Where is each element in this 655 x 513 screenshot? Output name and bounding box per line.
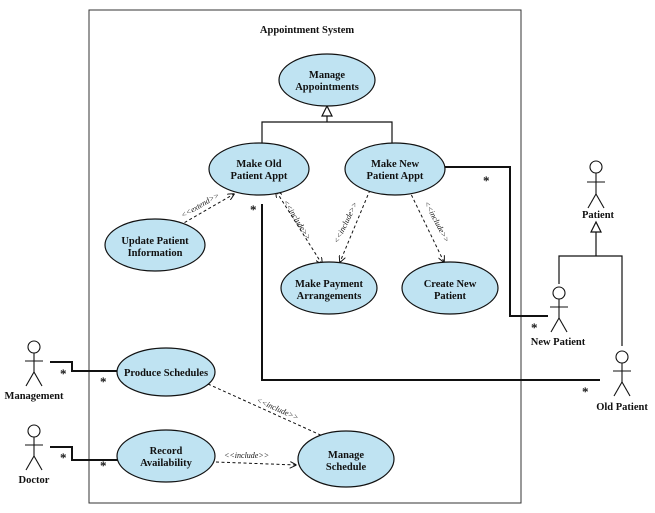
mult-produce: *: [100, 374, 107, 389]
include-record-label: <<include>>: [224, 451, 269, 460]
include-produce-arrow: [207, 383, 336, 442]
actor-new-patient-label: New Patient: [531, 337, 586, 348]
label-produce-schedules: Produce Schedules: [124, 368, 208, 379]
mult-record: *: [100, 458, 107, 473]
actor-old-patient-figure[interactable]: [613, 350, 631, 397]
use-case-produce-schedules[interactable]: [116, 347, 216, 397]
mult-makeold: *: [250, 202, 257, 217]
actor-doctor-label: Doctor: [19, 475, 50, 486]
system-boundary: [88, 9, 522, 504]
actor-new-patient-figure[interactable]: [550, 286, 568, 333]
extend-arrow: [174, 194, 234, 229]
include-produce-label: <<include>>: [255, 396, 300, 423]
assoc-newpatient-makenew: [443, 166, 548, 317]
actor-management-label: Management: [5, 391, 64, 402]
include-new-payment-arrow: [340, 189, 371, 262]
use-case-manage-schedule[interactable]: [297, 430, 395, 488]
mult-newpatient: *: [531, 320, 538, 335]
mult-management: *: [60, 366, 67, 381]
generalization-appointments: [261, 104, 393, 152]
use-case-make-payment[interactable]: [280, 261, 378, 315]
use-case-record-availability[interactable]: [116, 429, 216, 483]
assoc-management-produce: [50, 361, 118, 372]
use-case-make-new-appt[interactable]: [344, 142, 446, 196]
multiplicities: * * * * * * * *: [60, 173, 589, 473]
use-case-update-patient[interactable]: [104, 218, 206, 272]
include-new-create-label: <<include>>: [422, 200, 451, 244]
use-case-manage-appointments[interactable]: [278, 53, 376, 107]
associations: [50, 166, 600, 461]
assoc-doctor-record: [50, 446, 118, 461]
mult-oldpatient: *: [582, 384, 589, 399]
actor-old-patient-label: Old Patient: [596, 402, 648, 413]
system-title: Appointment System: [260, 25, 354, 36]
include-old-payment-arrow: [276, 191, 322, 264]
use-case-make-old-appt[interactable]: [208, 142, 310, 196]
include-new-payment-label: <<include>>: [332, 200, 360, 245]
include-old-payment-label: <<include>>: [281, 198, 313, 241]
actor-patient-label: Patient: [582, 210, 615, 221]
actor-doctor-figure[interactable]: [25, 424, 43, 471]
assoc-oldpatient-makeold: [261, 204, 600, 381]
generalization-patient: [558, 220, 623, 346]
mult-makenew: *: [483, 173, 490, 188]
use-case-create-patient[interactable]: [401, 261, 499, 315]
include-new-create-arrow: [408, 189, 444, 262]
mult-doctor: *: [60, 450, 67, 465]
include-record-arrow: [215, 462, 296, 465]
actor-patient-figure[interactable]: [587, 160, 605, 209]
actor-management-figure[interactable]: [25, 340, 43, 387]
